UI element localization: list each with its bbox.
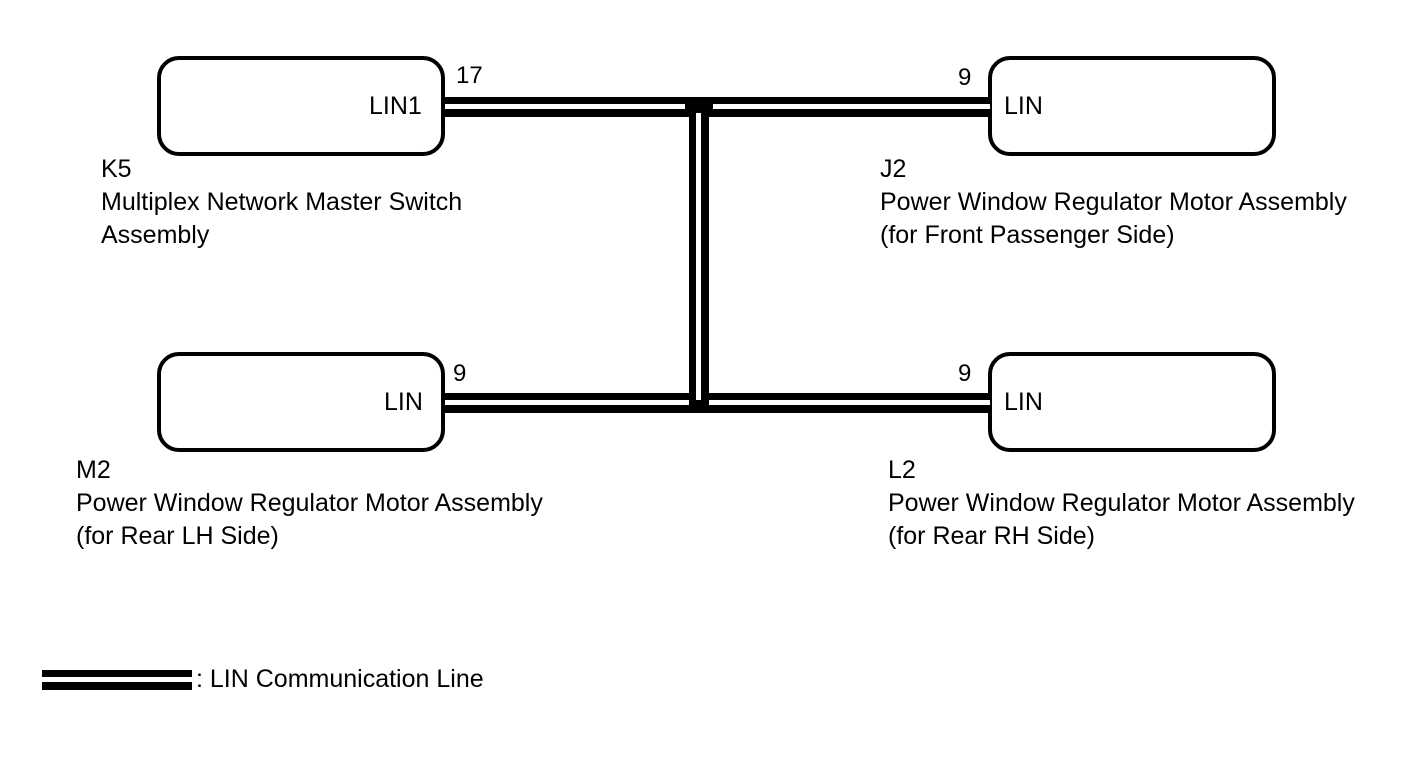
l2-code: L2	[888, 456, 916, 484]
lin-bus	[445, 97, 990, 413]
k5-code: K5	[101, 155, 132, 183]
legend-line-symbol	[42, 670, 192, 690]
j2-name-line1: Power Window Regulator Motor Assembly	[880, 188, 1347, 216]
m2-port-label: LIN	[384, 388, 423, 416]
k5-name-line1: Multiplex Network Master Switch	[101, 188, 463, 216]
k5-port-label: LIN1	[369, 92, 422, 120]
j2-name-line2: (for Front Passenger Side)	[880, 221, 1175, 249]
l2-port-label: LIN	[1004, 388, 1043, 416]
m2-name-line2: (for Rear LH Side)	[76, 522, 279, 550]
l2-name-line2: (for Rear RH Side)	[888, 522, 1095, 550]
j2-port-label: LIN	[1004, 92, 1043, 120]
m2-box	[157, 352, 445, 452]
k5-pin-number: 17	[456, 62, 483, 89]
j2-code: J2	[880, 155, 907, 183]
k5-box	[157, 56, 445, 156]
legend-text: : LIN Communication Line	[196, 665, 484, 693]
l2-pin-number: 9	[958, 360, 972, 387]
j2-pin-number: 9	[958, 64, 972, 91]
l2-name-line1: Power Window Regulator Motor Assembly	[888, 489, 1355, 517]
k5-name-line2: Assembly	[101, 221, 210, 249]
m2-name-line1: Power Window Regulator Motor Assembly	[76, 489, 543, 517]
m2-code: M2	[76, 456, 111, 484]
m2-pin-number: 9	[453, 360, 467, 387]
